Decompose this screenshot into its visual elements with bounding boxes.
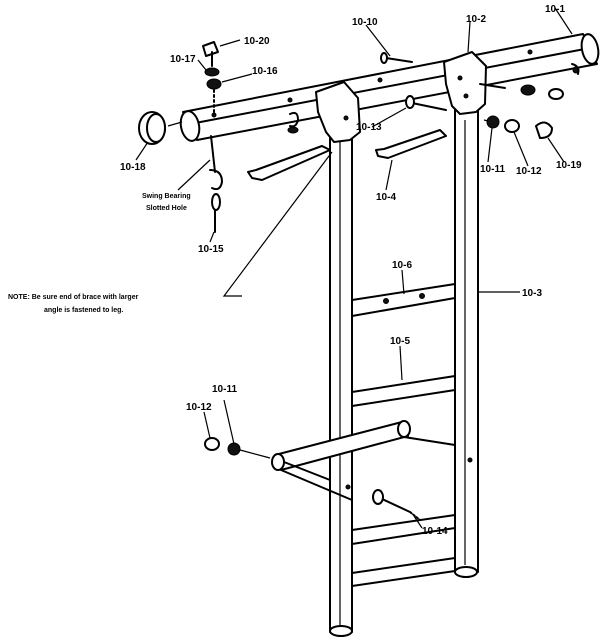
label-10-2: 10-2 xyxy=(466,14,486,25)
label-10-4: 10-4 xyxy=(376,192,396,203)
label-10-6: 10-6 xyxy=(392,260,412,271)
label-10-5: 10-5 xyxy=(390,336,410,347)
label-10-15: 10-15 xyxy=(198,244,224,255)
hardware-right xyxy=(483,115,553,139)
bolt-10-13 xyxy=(405,95,447,111)
label-10-12-left: 10-12 xyxy=(186,402,212,413)
lower-bar xyxy=(271,420,456,501)
bar-hardware-middle xyxy=(287,111,299,134)
end-cap xyxy=(138,111,183,145)
leader-lines xyxy=(135,7,573,529)
note-line-1: NOTE: Be sure end of brace with larger xyxy=(8,294,139,301)
label-10-17: 10-17 xyxy=(170,54,196,65)
hardware-right-top xyxy=(479,63,580,100)
bolt-10-14 xyxy=(372,489,421,521)
label-10-18: 10-18 xyxy=(120,162,146,173)
corner-bracket-left xyxy=(315,81,361,143)
label-10-19: 10-19 xyxy=(556,160,582,171)
label-10-20: 10-20 xyxy=(244,36,270,47)
bolt-10-10 xyxy=(380,52,413,64)
swing-hook xyxy=(209,135,223,233)
left-leg xyxy=(329,121,353,637)
hardware-left-top xyxy=(202,41,222,113)
hardware-lower-left xyxy=(204,437,271,459)
label-10-13: 10-13 xyxy=(356,122,382,133)
bottom-crossbars xyxy=(351,514,456,587)
right-leg xyxy=(454,103,479,578)
corner-bracket-right xyxy=(443,51,487,115)
brace-10-6 xyxy=(351,283,456,317)
label-10-16: 10-16 xyxy=(252,66,278,77)
label-10-14: 10-14 xyxy=(422,526,448,537)
label-10-11-left: 10-11 xyxy=(212,384,237,395)
swing-bearing-label: Swing Bearing xyxy=(142,193,191,200)
brace-10-5 xyxy=(351,375,456,407)
label-10-11-right: 10-11 xyxy=(480,164,505,175)
label-10-12-right: 10-12 xyxy=(516,166,542,177)
slotted-hole-label: Slotted Hole xyxy=(146,205,187,212)
swing-hanger-left xyxy=(247,145,331,181)
label-10-10: 10-10 xyxy=(352,17,378,28)
label-10-1: 10-1 xyxy=(545,4,565,15)
note-line-2: angle is fastened to leg. xyxy=(44,307,123,314)
swing-hanger-right xyxy=(375,129,447,159)
label-10-3: 10-3 xyxy=(522,288,542,299)
